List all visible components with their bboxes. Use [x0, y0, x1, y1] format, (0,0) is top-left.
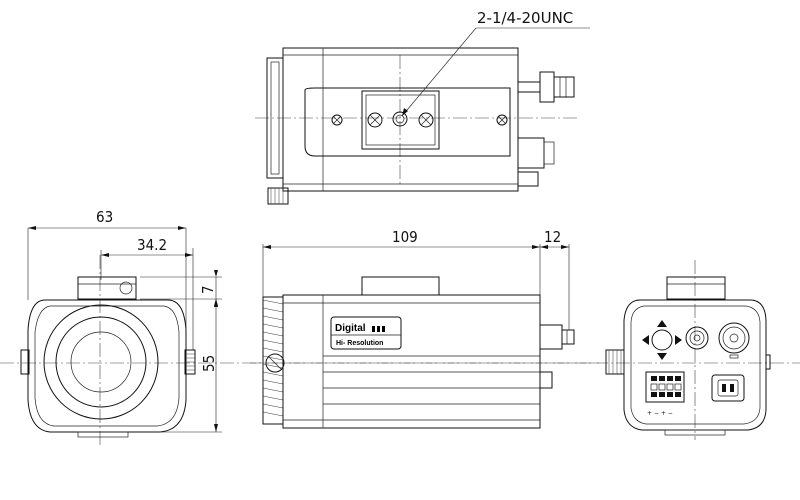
front-view: [0, 226, 800, 445]
label-brand: Digital: [335, 323, 366, 334]
joystick-control: [642, 320, 682, 360]
label-subtitle: Hi- Resolution: [336, 340, 383, 347]
side-view: [250, 244, 600, 429]
dimension-height: 55: [200, 355, 218, 372]
lens-ring-hatching: [262, 299, 284, 417]
rear-view: [605, 260, 771, 440]
dimension-body-length: 109: [392, 228, 418, 246]
dimension-overall-width: 63: [96, 208, 113, 226]
terminal-polarity-labels: + − + −: [647, 410, 673, 417]
thread-annotation: 2-1/4-20UNC: [477, 9, 573, 27]
dimension-connector-length: 12: [544, 228, 561, 246]
dimension-offset-width: 34.2: [137, 236, 167, 254]
dimension-mount-height: 7: [199, 285, 217, 294]
top-view: [255, 27, 590, 205]
mount-screw-holes: [367, 111, 434, 128]
